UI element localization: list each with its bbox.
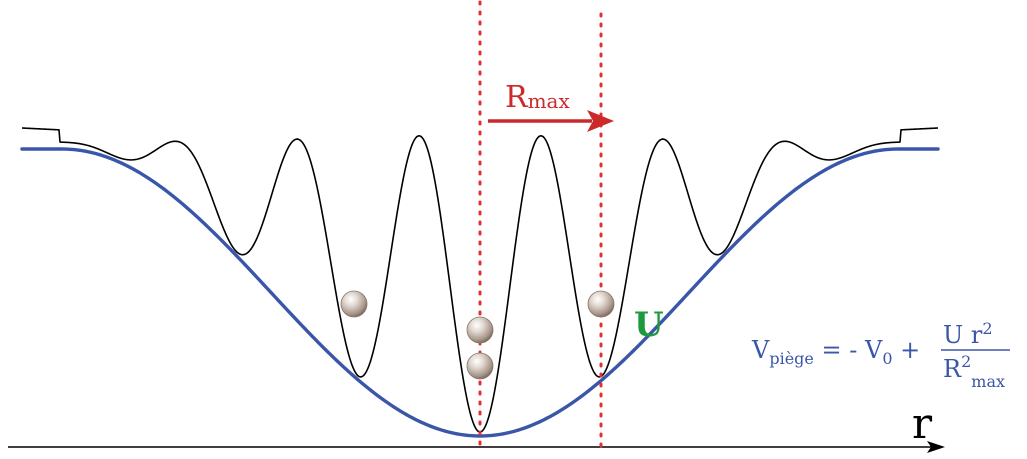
formula-plus: + [893,336,921,364]
formula-equals-v0: = - V [814,336,883,364]
formula-denominator: R2max [943,352,1005,391]
rmax-subscript: max [528,89,571,113]
formula-numerator-text: U r [943,321,983,349]
rmax-main: R [505,80,529,115]
atom-ball [341,291,367,317]
atom-ball [588,291,614,317]
atom-ball [467,353,493,379]
formula-v0-subscript: 0 [882,349,892,368]
formula-denominator-sup: 2 [961,352,971,371]
formula-v: V [751,336,770,364]
trap-potential-formula: Vpiège = - V0 + U r2 R2max [751,319,1010,391]
formula-lhs: Vpiège = - V0 + [751,336,920,368]
formula-v-subscript: piège [769,349,814,368]
u-interaction-label: U [634,305,664,345]
rmax-label: Rmax [505,80,570,115]
formula-denominator-text: R [943,355,962,383]
formula-numerator: U r2 [943,319,993,349]
formula-denominator-sub: max [971,372,1005,391]
formula-numerator-sup: 2 [982,319,992,338]
atom-ball [467,317,493,343]
r-axis-label: r [912,399,933,448]
